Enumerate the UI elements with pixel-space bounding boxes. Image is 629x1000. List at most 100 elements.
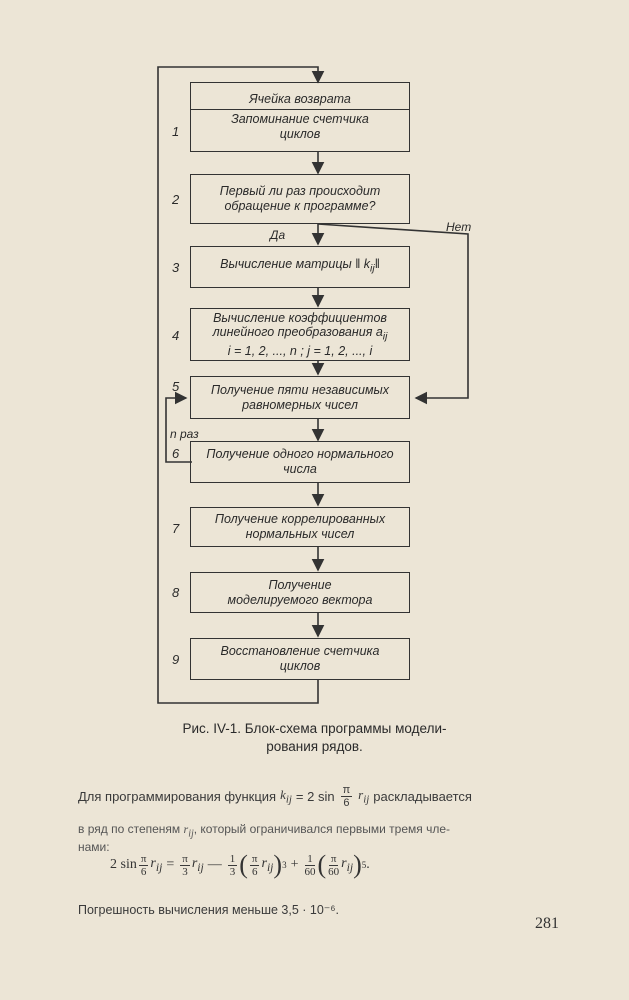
var-r-symbol: r (358, 787, 364, 803)
para2-text-b: , который ограничивался первыми тремя чл… (193, 822, 450, 836)
box-3-subscript: ij (370, 263, 375, 275)
step-number-9: 9 (172, 652, 180, 667)
box-7-line-1: Получение коррелированных (214, 512, 386, 526)
box-6-line-1: Получение одного нормального (206, 447, 394, 461)
flow-box-4: Вычисление коэффициентов линейного преоб… (190, 308, 410, 361)
eq-r-4-sub: ij (346, 860, 354, 874)
box-3-norm-bar: ‖ (374, 257, 380, 272)
paragraph-line-3: нами: (78, 840, 110, 854)
eq-r-2-sub: ij (197, 860, 204, 874)
func-k-subscript: ij (285, 793, 292, 806)
box-4-subscript: ij (382, 331, 388, 343)
eq-frac-5-num: 1 (305, 852, 315, 866)
var-r: rij (358, 787, 369, 806)
box-2-line-2: обращение к программе? (224, 199, 376, 213)
eq-r-1: rij (150, 856, 162, 874)
box-4-text: линейного преобразования a (212, 324, 383, 339)
eq-exp-3: 3 (282, 860, 287, 870)
eq-r-2: rij (192, 856, 204, 874)
box-1-line-2: Запоминание счетчика (231, 112, 369, 126)
eq-lhs: 2 sin (110, 857, 137, 872)
flow-box-8: Получение моделируемого вектора (190, 572, 410, 613)
box-1-line-3: циклов (279, 127, 321, 141)
arrow-2-5-no (317, 223, 469, 405)
box-6-line-2: числа (283, 462, 317, 476)
box-9-line-2: циклов (279, 659, 321, 673)
box-5-line-2: равномерных чисел (242, 397, 358, 412)
box-1-divider (191, 109, 409, 110)
eq-r-2-symbol: r (191, 856, 198, 872)
frac-num: π (340, 784, 353, 797)
eq-frac-6-num: π (328, 852, 339, 866)
box-2-line-1: Первый ли раз происходит (219, 184, 381, 198)
eq-paren-open-1: ( (239, 850, 248, 879)
step-number-8: 8 (172, 585, 180, 600)
box-7-line-2: нормальных чисел (245, 527, 355, 541)
frac-den: 6 (343, 797, 350, 809)
label-loop: n раз (170, 427, 199, 441)
eq-r-3-sub: ij (266, 860, 274, 874)
eq-frac-1-num: π (138, 852, 149, 866)
eq-frac-6-den: 60 (328, 865, 340, 878)
flow-box-9: Восстановление счетчика циклов (190, 638, 410, 680)
box-4-line-3: i = 1, 2, ..., n ; j = 1, 2, ..., i (227, 344, 373, 359)
eq-r-1-sub: ij (155, 860, 163, 874)
eq-exp-5: 5 (361, 860, 367, 870)
para1-text-a: Для программирования функция (78, 789, 277, 804)
eq-end: . (366, 857, 370, 872)
box-5-line-1: Получение пяти независимых (211, 382, 389, 397)
para2-text-a: в ряд по степеням (78, 822, 181, 836)
flow-box-3: Вычисление матрицы ‖ kij‖ (190, 246, 410, 288)
flow-box-7: Получение коррелированных нормальных чис… (190, 507, 410, 547)
flow-box-1: Ячейка возврата Запоминание счетчика цик… (190, 82, 410, 152)
eq-r-4: rij (341, 856, 353, 874)
paragraph-line-1: Для программирования функция kij = 2 sin… (78, 784, 578, 809)
step-number-5: 5 (172, 379, 180, 394)
var-r-subscript: ij (363, 793, 370, 806)
page-number: 281 (535, 915, 559, 932)
label-no: Нет (446, 220, 472, 234)
label-yes: Да (270, 228, 286, 242)
flow-box-6: Получение одного нормального числа (190, 441, 410, 483)
eq-r-3: rij (261, 856, 273, 874)
box-3-text: Вычисление матрицы ‖ k (220, 257, 371, 272)
step-number-6: 6 (172, 446, 180, 461)
eq-frac-2-num: π (180, 852, 190, 866)
eq-frac-3-num: 1 (227, 852, 238, 866)
step-number-1: 1 (172, 124, 180, 139)
error-statement: Погрешность вычисления меньше 3,5 · 10⁻⁶… (78, 903, 340, 917)
eq-equals: = (166, 857, 175, 872)
func-k: kij (280, 787, 292, 806)
var-r-2: rij (183, 822, 194, 840)
return-loop-line (157, 66, 325, 704)
eq-frac-3-den: 3 (229, 865, 236, 878)
eq-minus: — (207, 857, 222, 872)
loop-6-5 (165, 391, 192, 463)
figure-caption: Рис. IV-1. Блок-схема программы модели- … (0, 720, 629, 756)
eq-r-4-symbol: r (341, 856, 347, 872)
box-1-line-1: Ячейка возврата (249, 92, 351, 106)
func-k-symbol: k (280, 787, 286, 803)
eq-plus: + (290, 857, 299, 872)
eq-paren-close-1: ) (273, 850, 283, 879)
para1-eq: = 2 sin (295, 789, 335, 804)
eq-r-1-symbol: r (150, 856, 156, 872)
eq-frac-1-den: 6 (140, 865, 147, 878)
box-4-line-2: линейного преобразования aij (213, 325, 388, 345)
eq-r-3-symbol: r (261, 856, 267, 872)
var-r2-symbol: r (183, 822, 189, 836)
step-number-2: 2 (172, 192, 180, 207)
box-8-line-2: моделируемого вектора (227, 592, 373, 607)
eq-frac-4-den: 6 (251, 865, 258, 878)
caption-line-2: рования рядов. (266, 739, 363, 754)
var-r2-subscript: ij (188, 828, 194, 840)
eq-paren-open-2: ( (317, 850, 327, 879)
eq-frac-2-den: 3 (182, 865, 188, 878)
